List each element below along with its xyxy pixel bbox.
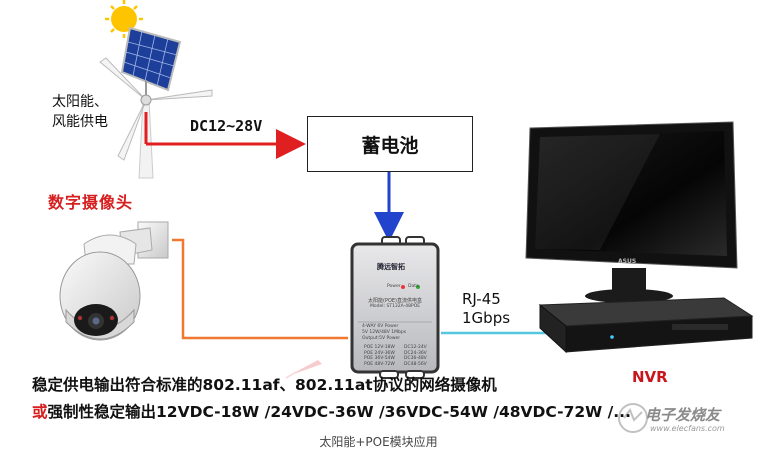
nvr-box-icon <box>538 297 754 354</box>
module-col-right-item: DC12-24V <box>404 345 427 350</box>
module-col-left-item: POE 36V-54W <box>364 356 395 361</box>
module-power-led-label: Power <box>387 284 401 289</box>
energy-source-label-line1: 太阳能、 <box>52 94 108 110</box>
module-model: Model: ST132A-48POE <box>370 304 421 309</box>
watermark-url: www.elecfans.com <box>650 424 725 433</box>
link-label-line1: RJ-45 <box>462 290 501 308</box>
module-brand: 腾远智拓 <box>377 263 405 271</box>
battery-box: 蓄电池 <box>307 116 473 172</box>
link-label-line2: 1Gbps <box>462 309 511 327</box>
description-line2: 或强制性稳定输出12VDC-18W /24VDC-36W /36VDC-54W … <box>32 400 631 422</box>
rocket-icon <box>285 360 322 379</box>
description-line2-rest: 强制性稳定输出12VDC-18W /24VDC-36W /36VDC-54W /… <box>47 403 631 421</box>
module-col-right-item: DC36-48V <box>404 356 427 361</box>
nvr-label: NVR <box>632 368 668 386</box>
battery-label: 蓄电池 <box>361 134 419 157</box>
module-col-left-item: POE 48V-72W <box>364 361 395 367</box>
module-col-left: POE 12V-18W POE 24V-36W POE 36V-54W POE … <box>364 345 395 367</box>
watermark-logo-icon <box>618 403 648 433</box>
watermark-text: 电子发烧友 <box>645 406 721 424</box>
wind-turbine-icon <box>99 57 213 179</box>
module-col-left-item: POE 12V-18W <box>364 345 395 350</box>
voltage-label: DC12~28V <box>190 117 263 135</box>
energy-source-label: 太阳能、 风能供电 <box>52 92 108 132</box>
ptz-camera-icon <box>59 221 169 341</box>
module-spec-b: 5V 12W/48V 1Mbps <box>362 330 407 335</box>
module-spec-a: 4-WAY 6V Power <box>362 324 399 329</box>
description-line1: 稳定供电输出符合标准的802.11af、802.11at协议的网络摄像机 <box>32 376 497 394</box>
module-col-right-item: DC48-56V <box>404 361 427 367</box>
camera-cable <box>172 238 348 340</box>
power-line <box>144 112 306 159</box>
link-label: RJ-45 1Gbps <box>462 290 510 328</box>
module-spec-c: Output:5V Power <box>362 336 401 341</box>
monitor-icon <box>525 121 738 303</box>
sun-icon <box>105 0 143 38</box>
module-title: 太阳能(POE)直流供电盒 <box>368 298 423 304</box>
energy-source-label-line2: 风能供电 <box>52 114 108 130</box>
module-col-right: DC12-24V DC24-36V DC36-48V DC48-56V <box>404 345 427 367</box>
figure-caption: 太阳能+POE模块应用 <box>319 435 438 449</box>
description-line2-prefix: 或 <box>32 403 48 421</box>
module-col-left-item: POE 24V-36W <box>364 350 395 356</box>
camera-label: 数字摄像头 <box>48 193 134 212</box>
solar-panel-icon <box>120 26 182 96</box>
module-col-right-item: DC24-36V <box>404 350 427 356</box>
module-data-led-label: Data <box>408 284 419 289</box>
poe-module-icon <box>350 236 440 379</box>
monitor-brand: ASUS <box>618 258 637 265</box>
